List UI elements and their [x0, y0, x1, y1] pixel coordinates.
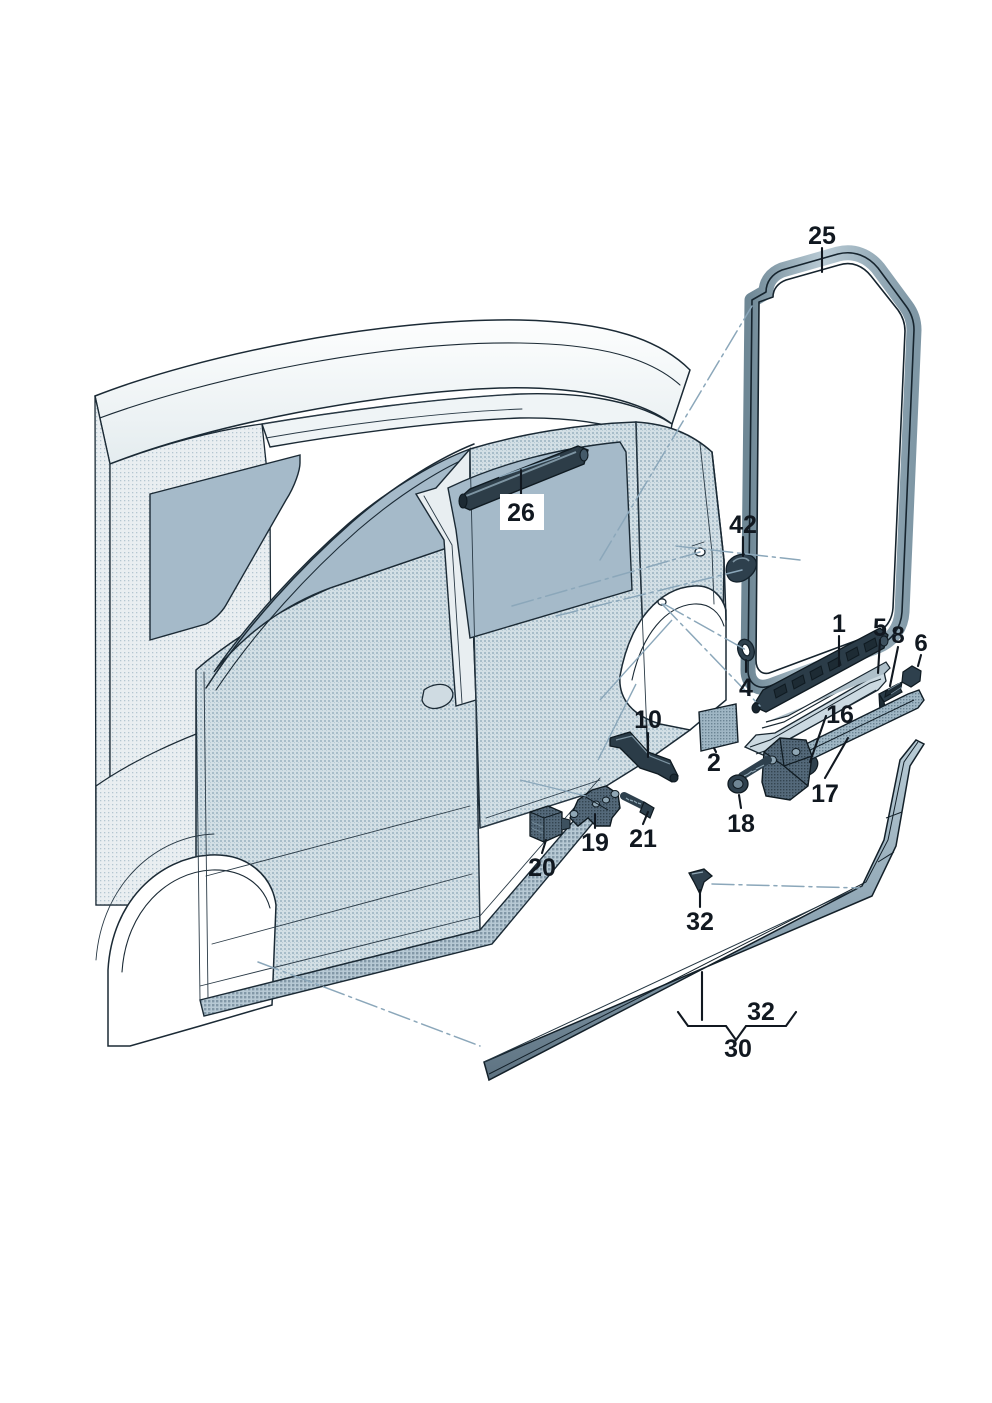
callout-2: 2	[707, 749, 721, 777]
part-10-guide-link-arm	[609, 731, 679, 783]
part-25-door-seal-ring	[740, 245, 922, 695]
callout-10: 10	[634, 706, 662, 734]
part-19-roller-carrier-hinge	[569, 785, 621, 827]
part-21-bolt	[620, 792, 655, 819]
front-door-window-glass	[213, 447, 471, 673]
callout-42: 42	[729, 511, 757, 539]
part-6-hex-head-bolt	[884, 665, 922, 699]
callout-5: 5	[873, 614, 887, 642]
callout-8: 8	[891, 622, 904, 649]
rear-wheel-arch	[619, 585, 727, 731]
callout-32-upper: 32	[686, 908, 714, 936]
callout-4: 4	[739, 674, 753, 702]
callout-26-backdrop	[500, 494, 544, 530]
part-20-stop-buffer-block	[529, 805, 571, 843]
callout-6: 6	[914, 630, 927, 657]
callout-21: 21	[629, 825, 657, 853]
part-2-cover-plate	[698, 703, 739, 752]
part-18-tapping-screw	[727, 756, 772, 794]
door-handle-recess	[421, 683, 454, 710]
callout-16: 16	[826, 701, 854, 729]
part-32-retaining-clip	[688, 868, 714, 896]
callout-26: 26	[507, 499, 535, 527]
callout-1: 1	[832, 610, 846, 638]
part-5-guide-channel	[743, 661, 891, 756]
leader-lines-group	[257, 246, 923, 1047]
part-4-sealing-ring	[737, 638, 755, 662]
part-30-sill-trim-strip	[483, 739, 926, 1082]
callout-19: 19	[581, 829, 609, 857]
callout-labels-group: 25 26 42 4 1 5 8 6 16 17 18 2 10 19 21 2…	[500, 222, 928, 1063]
part-1-toothed-guide-rail	[751, 627, 889, 714]
rear-side-window-glass	[149, 454, 301, 641]
callout-18: 18	[727, 810, 755, 838]
callout-30: 30	[724, 1035, 752, 1063]
callout-17: 17	[811, 780, 839, 808]
callout-20: 20	[528, 854, 556, 882]
callout-25: 25	[808, 222, 836, 250]
callout-32-bracket: 32	[747, 998, 775, 1026]
